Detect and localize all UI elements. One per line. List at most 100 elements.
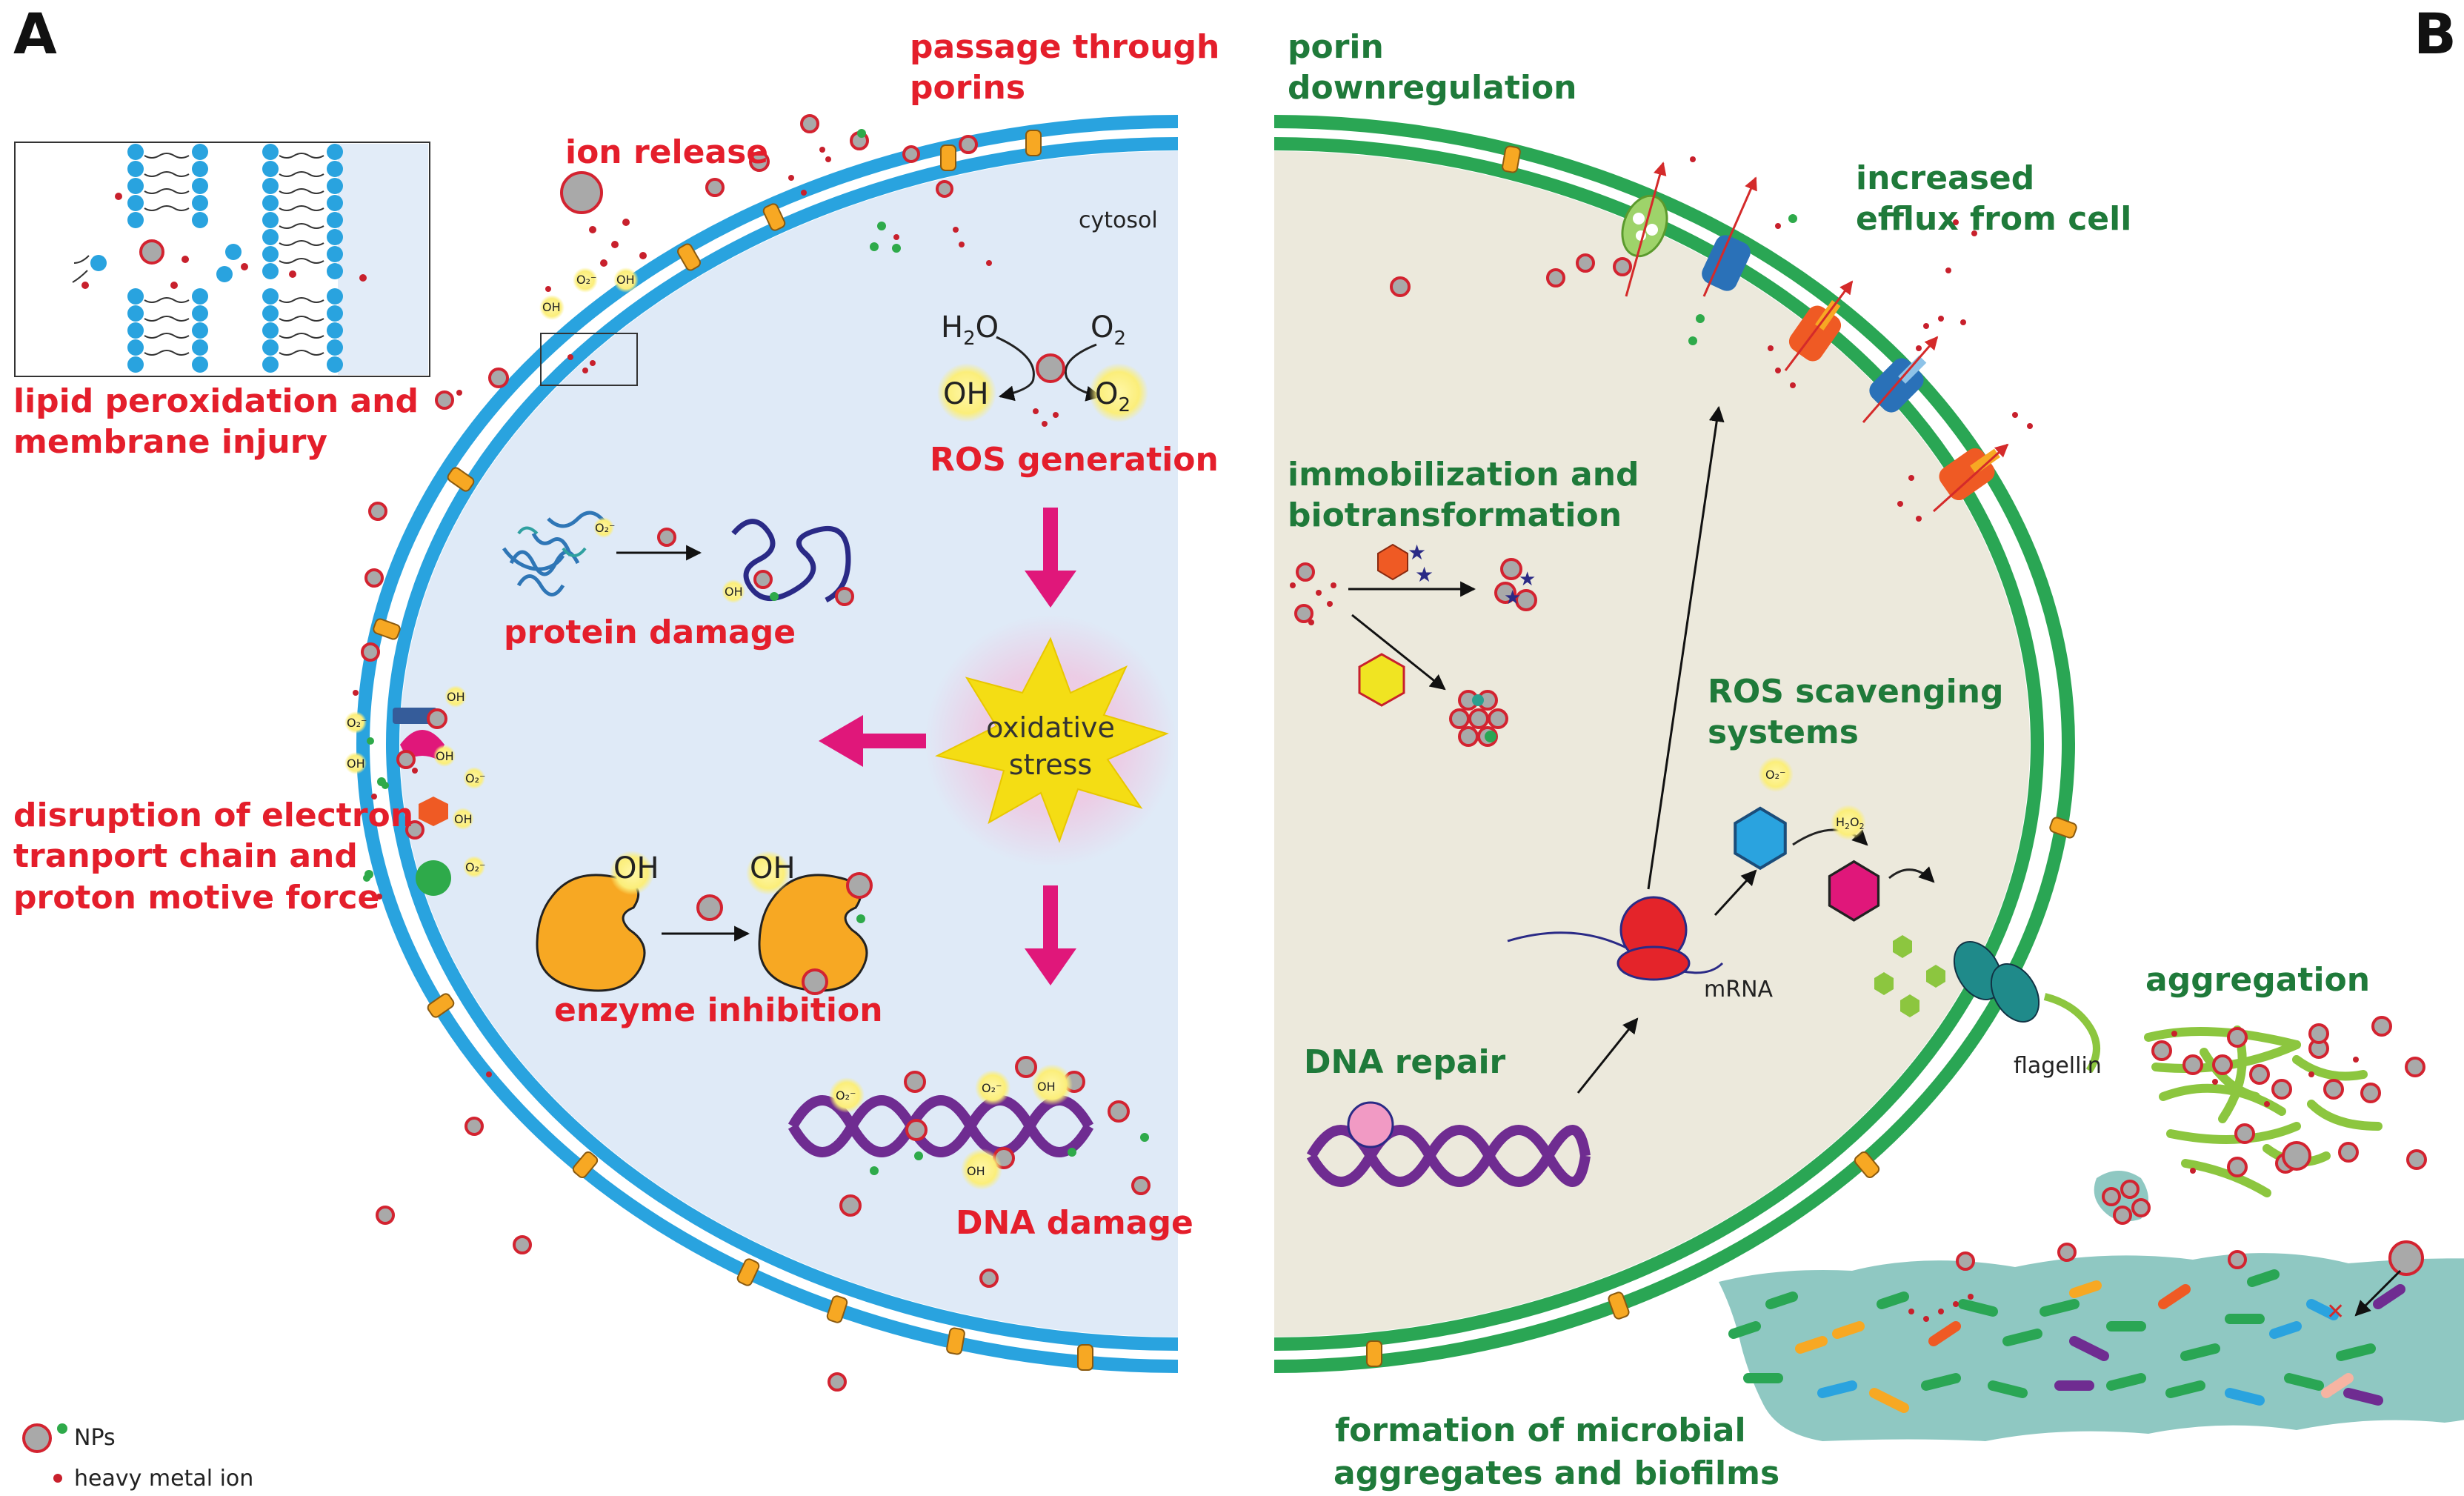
superoxide-glow: [1089, 363, 1148, 422]
biofilm-bacteria: [1728, 1269, 2405, 1413]
svg-text:★: ★: [1504, 587, 1521, 609]
nanoparticle: [959, 135, 978, 154]
oh-radical-glow: [937, 363, 996, 422]
label-biofilm-line1: formation of microbial: [1335, 1412, 1746, 1449]
svg-text:OH: OH: [454, 812, 473, 826]
label-etc-line3: proton motive force: [13, 879, 379, 917]
label-mrna: mRNA: [1704, 977, 1774, 1003]
protein-structure: [502, 511, 610, 596]
porins-a: [373, 130, 1093, 1371]
legend-green-np-symbol: [57, 1423, 67, 1434]
efflux-pumps: [1702, 176, 2009, 513]
nanoparticle: [465, 1117, 484, 1136]
ros-scavenging: ROS scavenging systems O₂⁻ H2O2: [1708, 673, 2004, 922]
svg-text:O₂⁻: O₂⁻: [576, 273, 596, 287]
enzyme-inhibition: OH OH enzyme inhibition: [536, 851, 883, 1029]
nanoparticle: [139, 239, 164, 265]
svg-text:✕: ✕: [2326, 1299, 2345, 1325]
label-passage-line1: passage through: [910, 28, 1219, 66]
porin: [940, 144, 956, 171]
label-etc-line1: disruption of electron: [13, 797, 413, 834]
porin: [447, 467, 475, 492]
label-ion-release: ion release: [565, 133, 768, 171]
label-etc-line2: tranport chain and: [13, 837, 358, 875]
arrow-down-to-dna: [1025, 885, 1076, 985]
cell-b: [1274, 115, 2075, 1373]
label-dna-damage: DNA damage: [956, 1204, 1193, 1242]
label-oxidative: oxidative: [986, 711, 1115, 744]
nanoparticle: [560, 171, 603, 214]
label-efflux-line2: efflux from cell: [1856, 200, 2131, 238]
porin: [427, 993, 455, 1018]
svg-text:OH: OH: [347, 757, 365, 771]
svg-text:★: ★: [1415, 562, 1434, 587]
etc-complex: [393, 708, 437, 724]
label-dna-repair: DNA repair: [1304, 1043, 1506, 1081]
biofilm: ✕ formation of microbial aggregates and …: [1333, 1240, 2464, 1492]
svg-text:OH: OH: [725, 585, 743, 599]
label-ros-scav-line1: ROS scavenging: [1708, 673, 2004, 711]
nanoparticle: [902, 145, 920, 163]
porin: [1077, 1344, 1093, 1371]
svg-text:OH: OH: [613, 851, 659, 885]
label-porin-line1: porin: [1288, 28, 1384, 66]
porin: [677, 243, 701, 271]
svg-text:O₂⁻: O₂⁻: [836, 1088, 856, 1103]
ros-generation: H2O O2 OH O2 ROS generation: [930, 310, 1219, 479]
svg-text:OH: OH: [447, 690, 465, 704]
arrow-left-to-etc: [819, 715, 926, 767]
svg-text:O₂⁻: O₂⁻: [465, 771, 485, 785]
flagellin-fiber: [2043, 993, 2100, 1073]
lipid-tails: [72, 153, 324, 356]
repair-enzyme: [1347, 1101, 1394, 1148]
inner-membrane-b: [1274, 137, 2044, 1351]
inner-membrane-a: [386, 137, 1178, 1351]
arrow-down-to-stress: [1025, 508, 1076, 608]
svg-text:OH: OH: [616, 273, 635, 287]
label-ros-scav-line2: systems: [1708, 714, 1859, 751]
svg-text:O₂⁻: O₂⁻: [982, 1081, 1002, 1095]
label-immob-line1: immobilization and: [1288, 456, 1639, 493]
nanoparticle: [361, 642, 380, 662]
nanoparticle: [488, 368, 509, 388]
svg-text:OH: OH: [967, 1164, 985, 1178]
nanoparticle: [828, 1372, 847, 1392]
svg-text:OH: OH: [542, 300, 561, 314]
porin: [373, 618, 401, 640]
porins-b: [1366, 145, 2077, 1367]
svg-text:O₂⁻: O₂⁻: [595, 521, 615, 535]
label-immob-line2: biotransformation: [1288, 496, 1622, 534]
lipid-bilayer-inset: [14, 142, 430, 377]
h2o-formula: H2O: [941, 310, 999, 350]
label-lipid-line1: lipid peroxidation and: [13, 382, 419, 420]
panel-b-letter: B: [2414, 1, 2457, 67]
oh-radical-label: OH: [943, 377, 989, 411]
enzyme-inhibited: [758, 874, 868, 992]
label-stress: stress: [1009, 748, 1092, 781]
label-ros-generation: ROS generation: [930, 441, 1219, 479]
panel-a-labels: passage through porins ion release cytos…: [13, 28, 1219, 461]
label-protein-damage: protein damage: [504, 614, 796, 651]
particles-b: [1390, 156, 2033, 522]
protein-damage: O₂⁻ OH protein damage: [502, 511, 854, 651]
svg-text:O₂⁻: O₂⁻: [347, 716, 367, 730]
svg-text:OH: OH: [1037, 1080, 1056, 1094]
aggregation: flagellin aggregation: [1874, 935, 2427, 1225]
nanoparticle: [979, 1269, 999, 1288]
porin: [826, 1295, 848, 1323]
nanoparticle: [657, 528, 676, 547]
nanoparticle: [364, 568, 384, 588]
label-biofilm-line2: aggregates and biofilms: [1333, 1455, 1779, 1492]
unfolded-protein: [731, 519, 851, 603]
superoxide-label: O2: [1095, 377, 1131, 416]
dna-helix-damaged: [788, 1095, 1094, 1157]
nanoparticle: [435, 390, 454, 410]
legend-ion-label: heavy metal ion: [74, 1466, 253, 1492]
label-flagellin: flagellin: [2014, 1053, 2102, 1079]
gene-regulation: mRNA DNA repair: [1304, 405, 1774, 1187]
stress-star: [935, 636, 1169, 843]
label-enzyme-inhibition: enzyme inhibition: [554, 991, 883, 1029]
nanoparticle: [513, 1235, 532, 1254]
porin: [762, 203, 786, 231]
